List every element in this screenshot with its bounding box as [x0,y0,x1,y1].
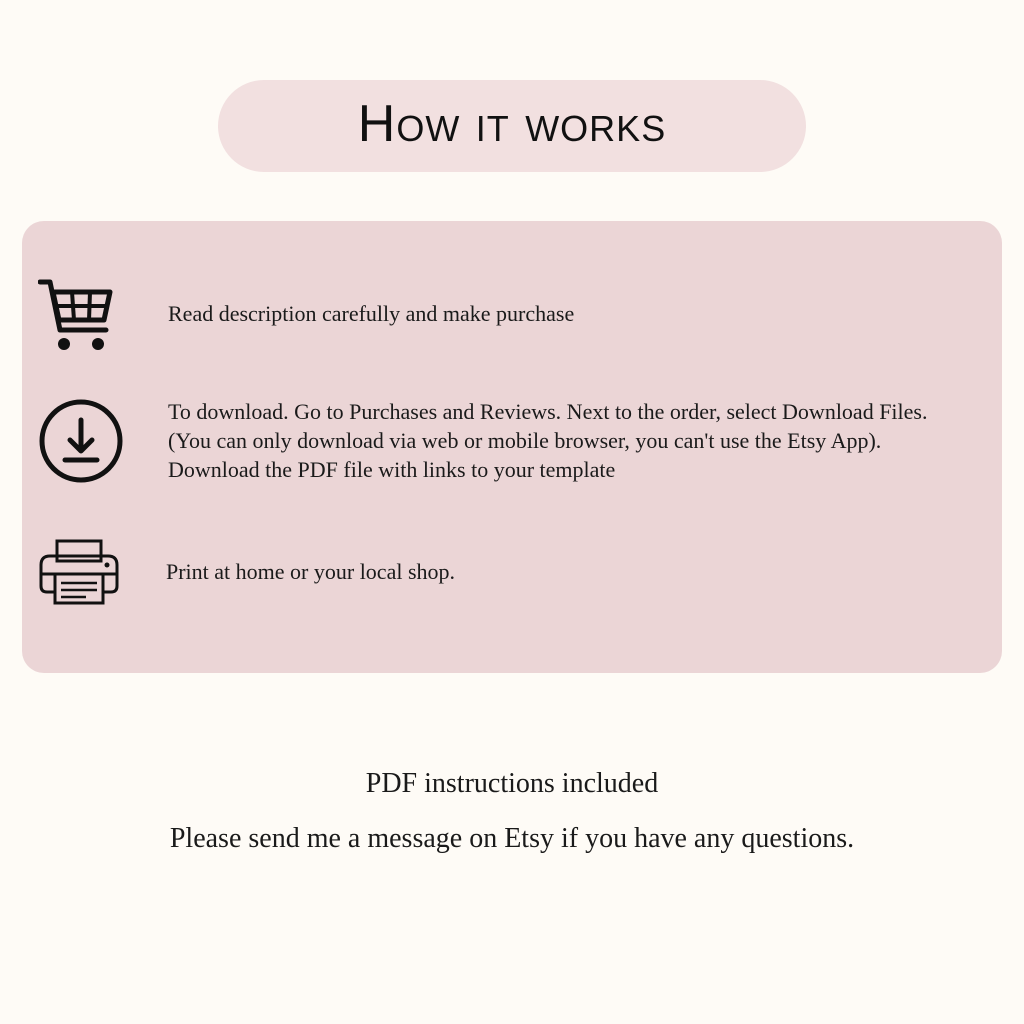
page-title: How it works [357,95,667,153]
download-icon [38,398,124,484]
step-purchase-text: Read description carefully and make purc… [168,301,575,326]
printer-icon [38,538,120,606]
step-download-text: To download. Go to Purchases and Reviews… [168,399,928,482]
step-print-text: Print at home or your local shop. [166,559,456,584]
contact-note: Please send me a message on Etsy if you … [169,823,855,854]
steps-panel: Read description carefully and make purc… [22,221,1002,673]
title-banner: How it works [218,80,806,172]
shopping-cart-icon [38,278,114,352]
pdf-instructions-note: PDF instructions included [365,768,659,799]
